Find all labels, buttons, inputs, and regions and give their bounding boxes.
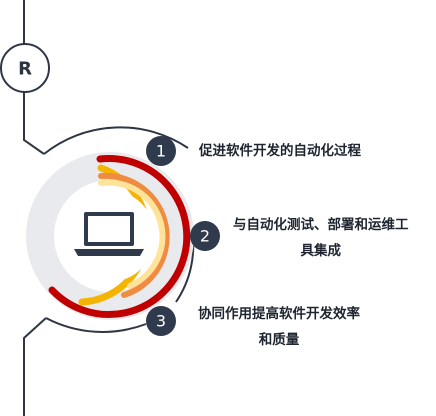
- timeline-middle-line: [23, 92, 45, 155]
- r-badge-letter: R: [18, 59, 32, 80]
- step-3-label-line-2: 和质量: [258, 332, 300, 348]
- outer-thin-arc-bottom: [45, 317, 147, 333]
- r-badge: R: [0, 43, 50, 93]
- step-3-badge: 3: [146, 306, 176, 336]
- orange-arc: [98, 172, 170, 298]
- step-2-label-line-1: 与自动化测试、部署和运维工: [233, 217, 409, 233]
- svg-text:1: 1: [156, 142, 166, 161]
- timeline-bottom-line: [23, 317, 47, 416]
- r-badge-circle: [0, 43, 50, 93]
- dark-red-arc: [48, 155, 191, 318]
- step-2-label-line-2: 具集成: [300, 243, 342, 259]
- step-1-label: 促进软件开发的自动化过程: [199, 143, 361, 159]
- svg-text:2: 2: [200, 227, 210, 246]
- step-3-label-line-1: 协同作用提高软件开发效率: [198, 306, 360, 322]
- step-2-label: 与自动化测试、部署和运维工 具集成: [233, 212, 409, 264]
- step-2-badge: 2: [190, 221, 220, 251]
- laptop-icon: [74, 212, 144, 256]
- svg-text:3: 3: [156, 312, 166, 331]
- light-yellow-arc: [98, 179, 166, 289]
- background-ring: [26, 152, 194, 320]
- timeline: [23, 0, 47, 416]
- step-3-label: 协同作用提高软件开发效率 和质量: [198, 301, 360, 353]
- step-1-badge: 1: [146, 136, 176, 166]
- outer-thin-arc: [43, 126, 189, 155]
